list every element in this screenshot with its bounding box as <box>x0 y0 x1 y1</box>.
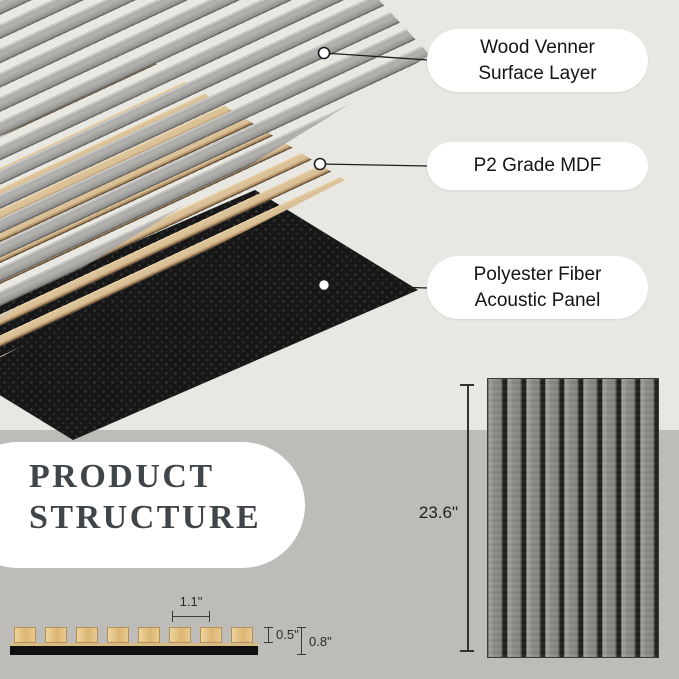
height-dimension-tick-top <box>460 384 474 386</box>
slat-width-label: 1.1" <box>179 594 203 609</box>
callout-label-line: Polyester Fiber <box>473 264 602 286</box>
wood-slat-block <box>45 627 67 643</box>
total-thickness-measure-line <box>301 627 303 655</box>
title-line: STRUCTURE <box>29 498 262 536</box>
page-title: PRODUCT STRUCTURE <box>29 457 261 539</box>
slat-thickness-measure-tick <box>264 642 273 644</box>
wood-slat-block <box>76 627 98 643</box>
slat-thickness-measure-line <box>268 627 270 643</box>
title-card: PRODUCT STRUCTURE <box>0 442 305 568</box>
wood-slat-block <box>231 627 253 643</box>
height-dimension-line <box>467 384 469 652</box>
total-thickness-measure-tick <box>297 654 306 656</box>
total-thickness-measure-tick <box>297 627 306 629</box>
wood-slat-block <box>200 627 222 643</box>
callout-label-line: Surface Layer <box>478 62 597 84</box>
callout-label-acoustic-panel: Polyester Fiber Acoustic Panel <box>427 256 648 319</box>
panel-front-view <box>487 378 659 658</box>
wood-slat-block <box>107 627 129 643</box>
felt-bottom-strip <box>10 646 258 655</box>
slat-thickness-label: 0.5" <box>276 627 299 642</box>
callout-label-wood-veneer: Wood Venner Surface Layer <box>427 29 648 92</box>
slat-width-measure-tick <box>172 611 174 622</box>
slat-width-measure-tick <box>209 611 211 622</box>
slat-thickness-measure-tick <box>264 627 273 629</box>
slat-width-measure-line <box>172 616 210 618</box>
total-thickness-label: 0.8" <box>309 634 332 649</box>
callout-label-line: P2 Grade MDF <box>473 155 602 177</box>
wood-slat-block <box>14 627 36 643</box>
mdf-base-strip <box>10 643 258 646</box>
callout-label-mdf: P2 Grade MDF <box>427 142 648 190</box>
callout-label-line: Acoustic Panel <box>474 289 601 311</box>
title-line: PRODUCT <box>29 458 215 495</box>
height-dimension-label: 23.6" <box>418 503 458 522</box>
height-dimension-tick-bottom <box>460 650 474 652</box>
callout-label-line: Wood Venner <box>480 37 595 59</box>
wood-slat-block <box>138 627 160 643</box>
wood-slat-block <box>169 627 191 643</box>
